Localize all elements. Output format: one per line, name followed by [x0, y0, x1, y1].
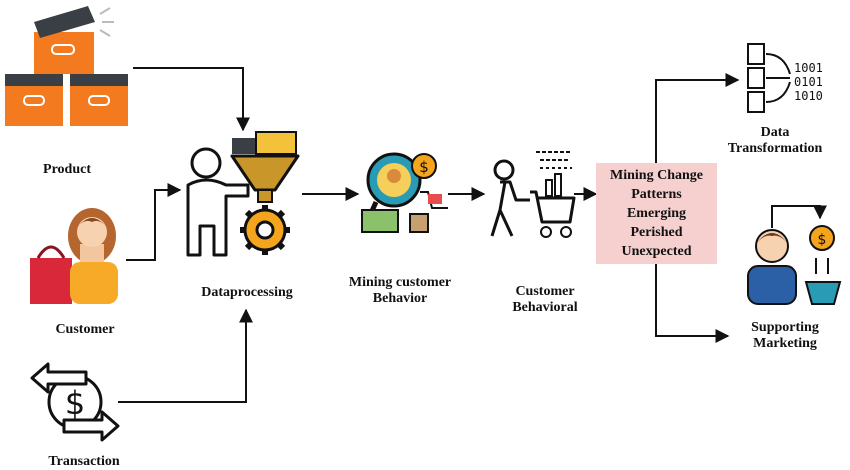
data-transformation-label: Data Transformation: [712, 125, 838, 157]
patterns-to-marketing-arrow: [655, 258, 730, 343]
customer-behavioral-label: Customer Behavioral: [490, 284, 600, 316]
dataprocessing-funnel-icon: [186, 131, 300, 257]
product-to-dataprocessing-arrow: [133, 67, 250, 132]
svg-text:$: $: [65, 384, 85, 422]
pattern-line-5: Unexpected: [621, 244, 692, 259]
transaction-label: Transaction: [48, 454, 120, 469]
svg-text:$: $: [419, 158, 429, 176]
transaction-to-dataprocessing-arrow: [118, 308, 253, 403]
change-patterns-box: Mining Change Patterns Emerging Perished…: [596, 163, 717, 264]
connectors: [118, 67, 740, 403]
customer-behavioral-cart-icon: [490, 151, 576, 238]
supporting-marketing-line-1: Supporting: [751, 320, 819, 335]
customer-behavioral-line-1: Customer: [515, 284, 575, 299]
data-transformation-line-1: Data: [760, 125, 790, 140]
supporting-marketing-icon: $: [747, 205, 842, 305]
svg-text:$: $: [818, 232, 827, 248]
customer-label: Customer: [55, 322, 115, 337]
transaction-exchange-icon: $: [30, 362, 120, 442]
patterns-to-transformation-arrow: [655, 73, 740, 164]
mining-behavior-magnifier-icon: $: [361, 152, 448, 233]
pattern-line-4: Perished: [630, 225, 683, 240]
data-transformation-line-2: Transformation: [727, 141, 823, 156]
mining-behavior-label: Mining customer Behavior: [330, 275, 470, 307]
mining-behavior-line-2: Behavior: [372, 291, 428, 306]
customer-behavioral-line-2: Behavioral: [512, 300, 578, 315]
pattern-line-3: Emerging: [626, 206, 687, 221]
svg-text:1010: 1010: [794, 89, 823, 103]
supporting-marketing-line-2: Marketing: [753, 336, 817, 351]
product-label: Product: [43, 162, 91, 177]
pattern-line-2: Patterns: [631, 187, 682, 202]
svg-text:1001: 1001: [794, 61, 823, 75]
customer-to-dataprocessing-arrow: [126, 183, 182, 261]
product-boxes-icon: [5, 6, 128, 126]
customer-woman-icon: [30, 208, 118, 304]
data-transformation-icon: 1001 0101 1010: [747, 43, 823, 113]
mining-behavior-line-1: Mining customer: [348, 275, 452, 290]
dataprocessing-label: Dataprocessing: [201, 285, 293, 300]
supporting-marketing-label: Supporting Marketing: [730, 320, 840, 352]
pattern-line-1: Mining Change: [610, 168, 703, 183]
svg-text:0101: 0101: [794, 75, 823, 89]
